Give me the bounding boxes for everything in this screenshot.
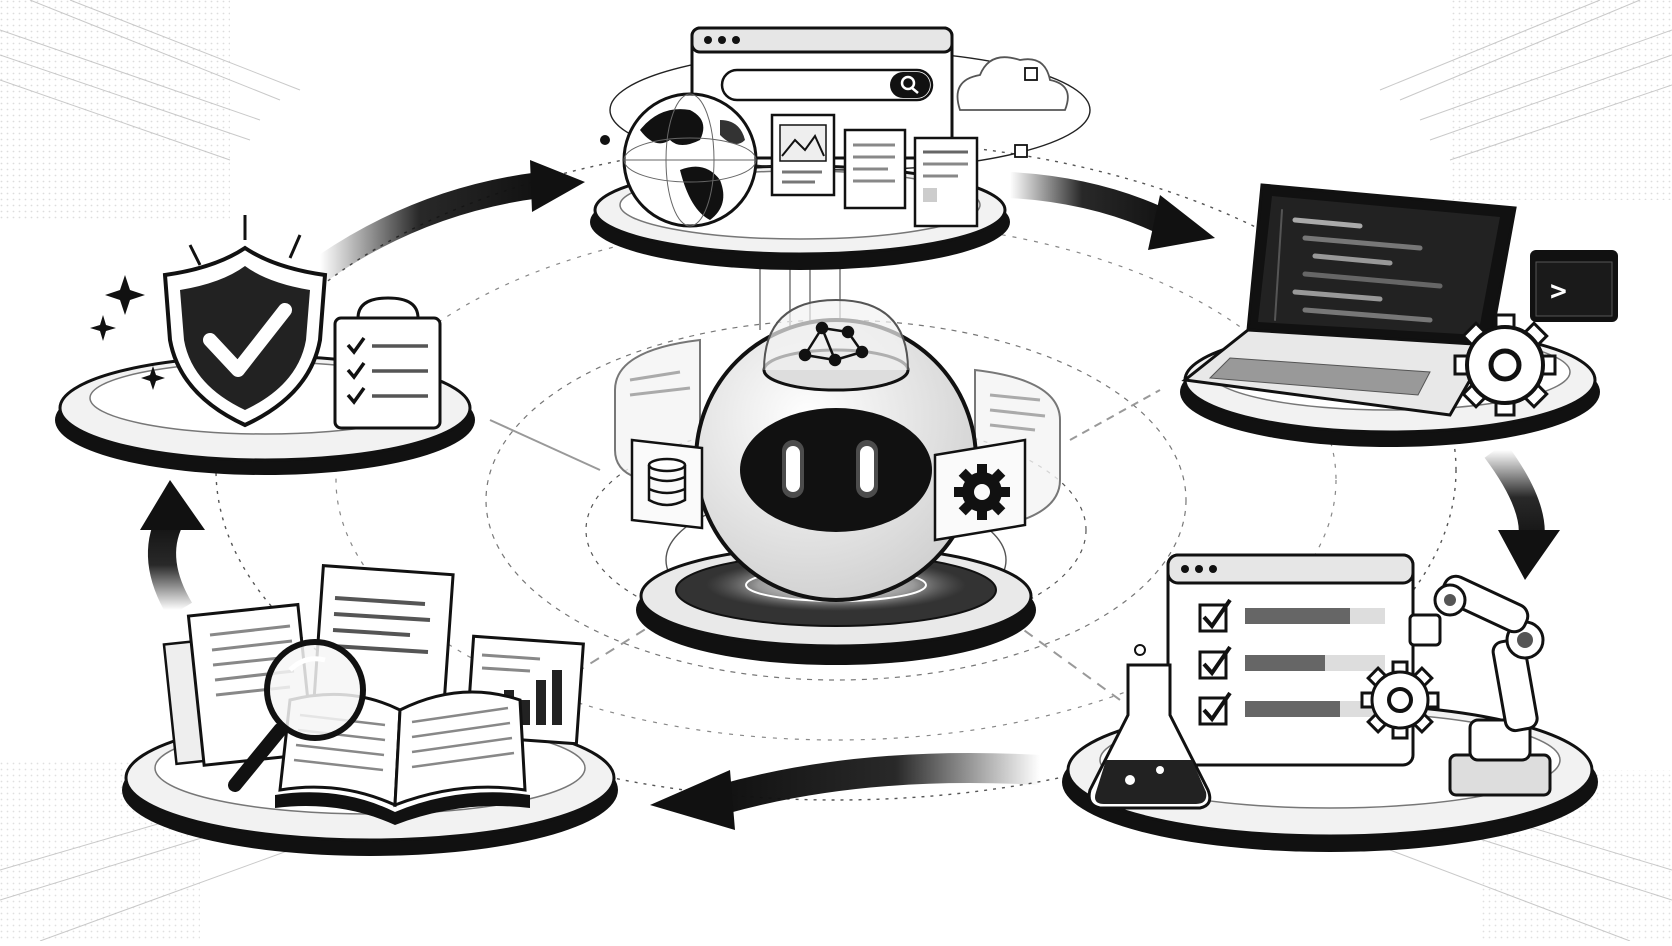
gear-icon bbox=[1360, 660, 1440, 740]
flask-icon bbox=[1087, 644, 1212, 810]
halftone-corner bbox=[0, 0, 230, 220]
terminal-prompt-icon: > bbox=[1530, 250, 1618, 322]
magnifier-icon bbox=[228, 639, 366, 792]
document-card-icon bbox=[843, 128, 907, 210]
robotic-arm-icon bbox=[1408, 574, 1552, 797]
flow-arrow-verification-to-search bbox=[312, 160, 585, 281]
laptop-icon bbox=[1181, 183, 1517, 417]
gear-icon bbox=[1453, 313, 1557, 417]
shield-check-icon bbox=[162, 245, 328, 428]
flow-arrow-coding-to-testing bbox=[1484, 442, 1560, 580]
checklist-clipboard-icon bbox=[333, 296, 442, 430]
station-web-search bbox=[590, 26, 1091, 270]
flow-arrow-testing-to-research bbox=[650, 753, 1041, 830]
flow-arrow-search-to-coding bbox=[1009, 172, 1215, 250]
globe-icon bbox=[622, 92, 758, 228]
network-graph-icon bbox=[798, 321, 869, 367]
progress-bar-icon bbox=[1245, 608, 1385, 717]
gear-icon bbox=[933, 438, 1027, 542]
station-research bbox=[122, 564, 618, 856]
center-robot-hub bbox=[614, 298, 1061, 665]
cloud-icon bbox=[956, 56, 1069, 158]
station-coding: > bbox=[1180, 183, 1618, 447]
station-testing bbox=[1062, 553, 1598, 852]
terminal-prompt-text: > bbox=[1550, 274, 1567, 307]
checkbox-checked-icon bbox=[1198, 598, 1232, 726]
document-card-icon bbox=[913, 136, 979, 228]
browser-window-icon bbox=[690, 26, 954, 160]
halftone-corner bbox=[1450, 0, 1672, 200]
database-icon bbox=[630, 438, 704, 530]
flow-arrow-research-to-verification bbox=[140, 480, 205, 618]
station-verification bbox=[55, 215, 475, 475]
search-icon bbox=[890, 72, 930, 98]
code-editor-icon bbox=[1274, 209, 1443, 323]
image-card-icon bbox=[770, 113, 836, 197]
sparkle-icon bbox=[90, 215, 302, 390]
